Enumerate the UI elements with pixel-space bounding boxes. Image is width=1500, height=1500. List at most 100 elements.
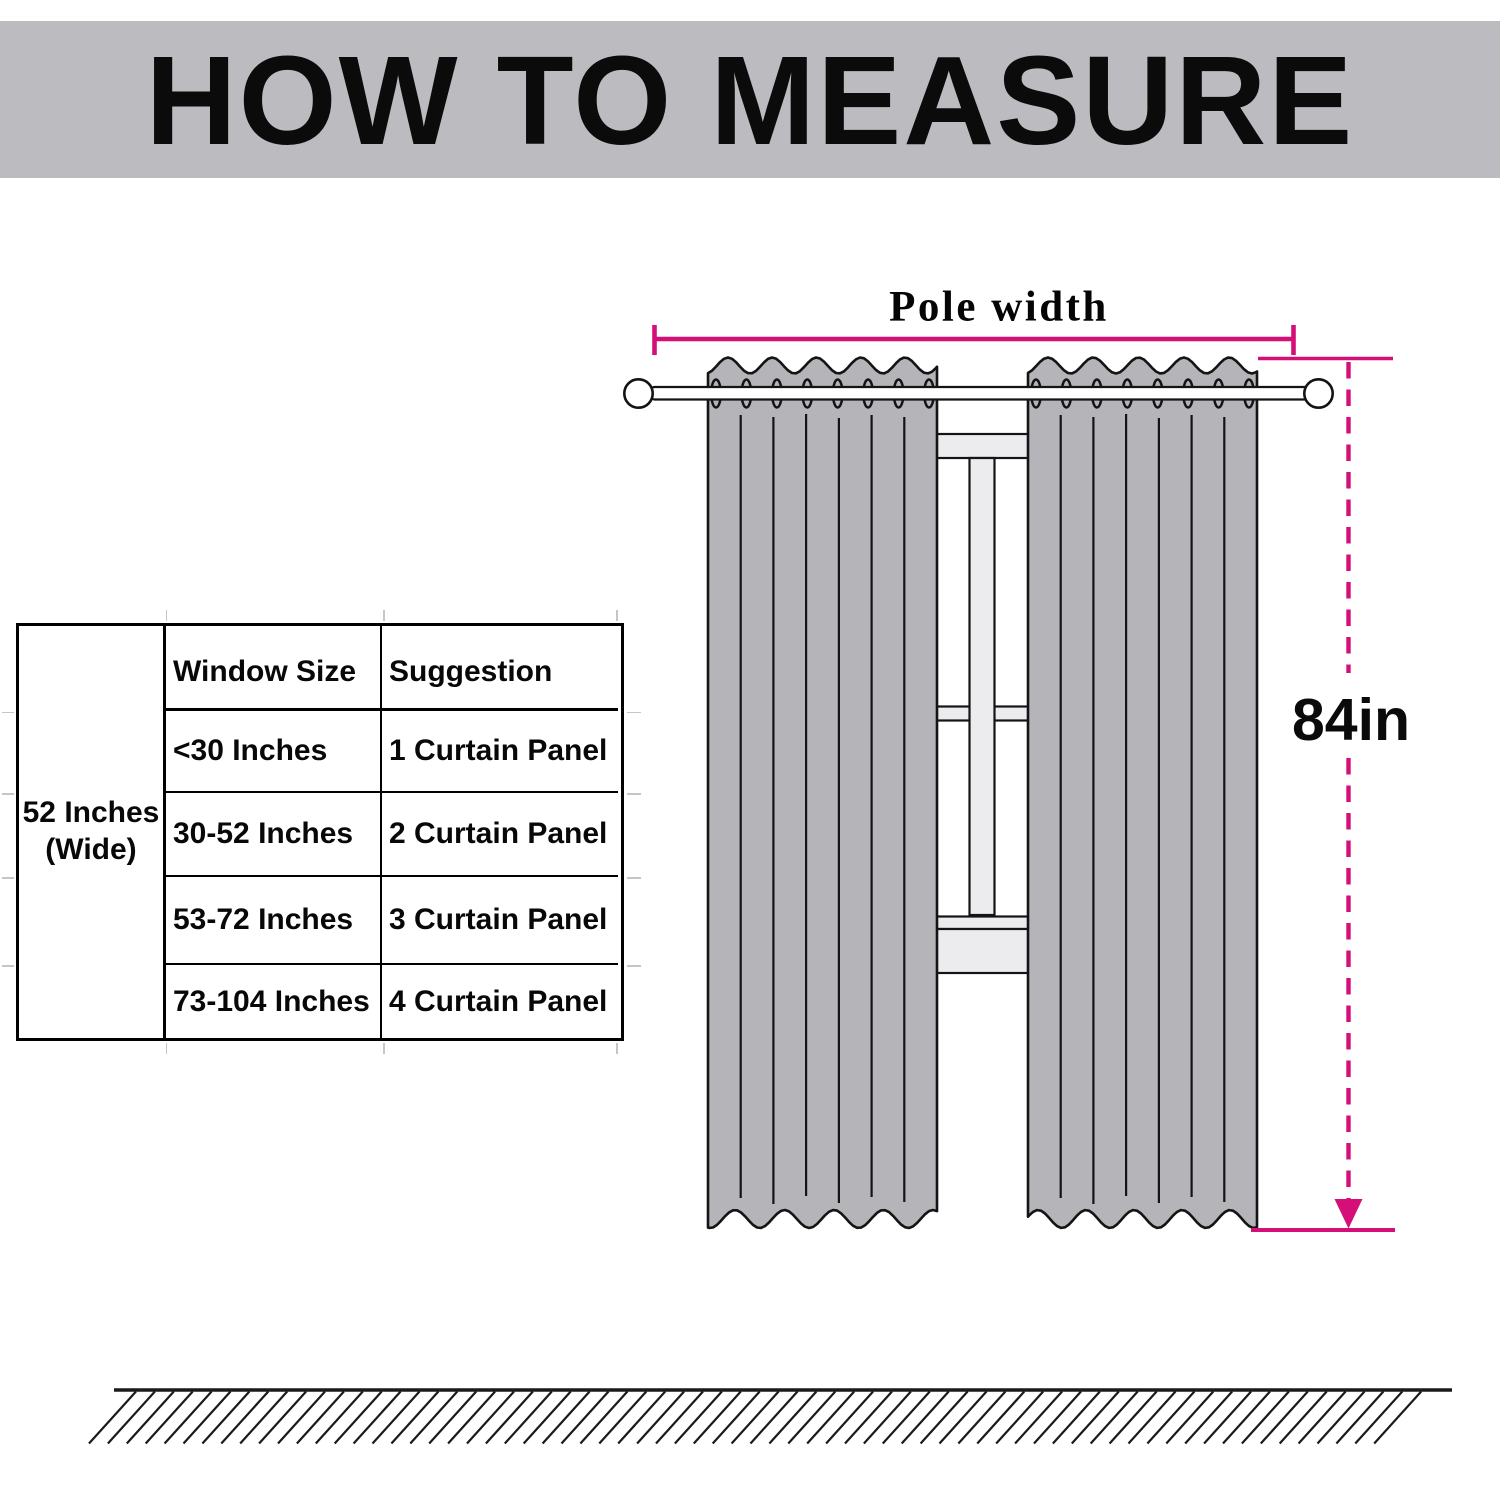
floor-hatch-line (485, 1390, 534, 1445)
floor-hatch-line (976, 1390, 1026, 1445)
floor-hatch-line (825, 1390, 874, 1445)
floor-hatch-line (655, 1390, 704, 1445)
floor-hatch-line (560, 1390, 610, 1445)
gridline-stub (2, 877, 14, 879)
floor-hatch-line (182, 1390, 232, 1445)
floor-hatch-line (352, 1390, 402, 1445)
table-cell: <30 Inches (166, 711, 382, 793)
col-header-suggestion: Suggestion (382, 626, 618, 711)
floor-hatch-line (938, 1390, 988, 1445)
floor-hatch-line (522, 1390, 572, 1445)
floor-hatch-line (1146, 1390, 1196, 1445)
floor-hatch-line (806, 1390, 856, 1445)
floor-hatch-line (579, 1390, 629, 1445)
table-cell: 3 Curtain Panel (382, 877, 618, 965)
floor-hatch-line (881, 1390, 931, 1445)
page-title: HOW TO MEASURE (145, 30, 1355, 171)
row-header-line1: 52 Inches (22, 796, 160, 830)
floor-hatch-line (541, 1390, 591, 1445)
floor-hatch-line (1165, 1390, 1215, 1445)
floor-hatch-line (333, 1390, 383, 1445)
floor-hatch-line (1316, 1390, 1366, 1445)
floor-hatch-line (409, 1390, 459, 1445)
floor-hatch-line (1127, 1390, 1177, 1445)
floor-hatch-line (1354, 1390, 1404, 1445)
pole-width-label: Pole width (889, 284, 1109, 331)
floor-hatch-line (1052, 1390, 1101, 1445)
floor-hatch-line (692, 1390, 742, 1445)
gridline-stub (627, 965, 641, 967)
floor-hatch-line (787, 1390, 837, 1445)
floor (88, 1388, 1452, 1445)
floor-hatch-line (144, 1390, 194, 1445)
floor-hatch-line (900, 1390, 950, 1445)
length-arrowhead (1334, 1199, 1363, 1229)
floor-hatch-line (674, 1390, 723, 1445)
table-cell: 73-104 Inches (166, 965, 382, 1038)
floor-hatch-line (277, 1390, 326, 1445)
window-bottom-rail (923, 915, 1042, 931)
floor-hatch-line (1259, 1390, 1309, 1445)
floor-hatch-line (1108, 1390, 1158, 1445)
floor-hatch-line (503, 1390, 553, 1445)
floor-hatch-line (1297, 1390, 1347, 1445)
floor-hatch-line (125, 1390, 175, 1445)
table-cell: 1 Curtain Panel (382, 711, 618, 793)
gridline-stub (627, 793, 641, 795)
floor-hatch-line (296, 1390, 345, 1445)
floor-hatch-line (1203, 1390, 1252, 1445)
curtain-panel-left (706, 356, 939, 1230)
floor-hatch-line (163, 1390, 213, 1445)
floor-hatch-line (730, 1390, 780, 1445)
pole-width-measure: Pole width (652, 284, 1296, 355)
curtains (706, 356, 1259, 1230)
floor-hatch-line (919, 1390, 969, 1445)
floor-hatch-line (1373, 1390, 1423, 1445)
table-cell: 4 Curtain Panel (389, 984, 608, 1018)
gridline-stub (616, 1043, 618, 1054)
floor-hatch-line (617, 1390, 667, 1445)
floor-hatch-line (995, 1390, 1045, 1445)
floor-hatch-line (428, 1390, 478, 1445)
curtain-panel-right (1026, 356, 1259, 1230)
floor-hatch-line (863, 1390, 912, 1445)
window-top-rail (923, 432, 1042, 460)
rod-finial-right (1303, 377, 1335, 409)
rod-finial-left (622, 377, 654, 409)
floor-hatch-line (1222, 1390, 1271, 1445)
floor-hatch-line (1184, 1390, 1234, 1445)
floor-hatch-line (844, 1390, 893, 1445)
table-cell: 2 Curtain Panel (382, 793, 618, 877)
gridline-stub (2, 965, 14, 967)
floor-hatch-line (371, 1390, 421, 1445)
floor-hatch-line (1089, 1390, 1139, 1445)
table-cell: 53-72 Inches (166, 877, 382, 965)
floor-hatch-line (711, 1390, 761, 1445)
floor-hatch-line (314, 1390, 364, 1445)
floor-hatch-line (258, 1390, 307, 1445)
window-sill (916, 927, 1050, 975)
curtain-rod (650, 385, 1314, 401)
floor-hatch-line (88, 1390, 137, 1445)
gridline-stub (165, 610, 167, 621)
floor-hatch-line (1241, 1390, 1290, 1445)
floor-hatch-line (220, 1390, 270, 1445)
floor-hatch-line (447, 1390, 496, 1445)
gridline-stub (2, 711, 14, 713)
floor-hatch-line (201, 1390, 251, 1445)
gridline-stub (165, 1043, 167, 1054)
floor-hatch-line (1014, 1390, 1063, 1445)
floor-hatch-line (466, 1390, 515, 1445)
floor-hatch-line (1278, 1390, 1328, 1445)
gridline-stub (627, 877, 641, 879)
title-banner: HOW TO MEASURE (0, 21, 1500, 178)
floor-hatch-line (1070, 1390, 1120, 1445)
floor-hatch-line (1335, 1390, 1385, 1445)
floor-hatch-line (768, 1390, 818, 1445)
gridline-stub (616, 610, 618, 621)
floor-hatch-line (1033, 1390, 1082, 1445)
curtain-length-measure: 84in (1251, 356, 1410, 1232)
table-row-header: 52 Inches (Wide) (19, 626, 166, 1038)
floor-hatch-line (749, 1390, 799, 1445)
